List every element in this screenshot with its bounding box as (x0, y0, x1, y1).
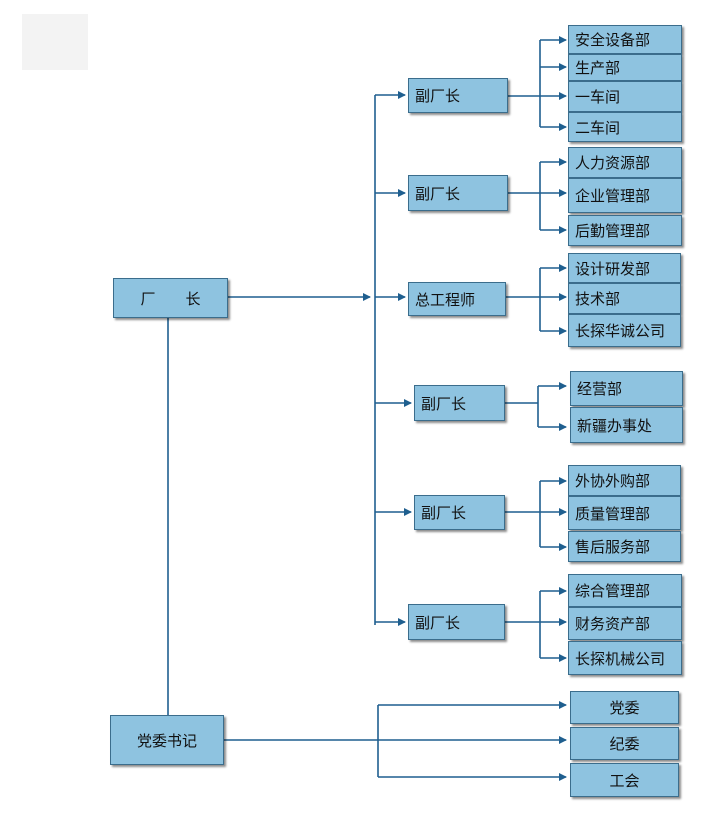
vice-director-box-4: 副厂长 (414, 385, 505, 421)
vice-director-box-2: 副厂长 (408, 175, 508, 211)
party-committee-box: 党委 (570, 691, 679, 724)
vice-director-box-5: 副厂长 (414, 495, 505, 530)
party-secretary-box: 党委书记 (110, 715, 224, 765)
discipline-committee-box: 纪委 (570, 727, 679, 760)
dept-business: 经营部 (570, 371, 683, 406)
dept-logistics-mgmt: 后勤管理部 (568, 215, 682, 246)
dept-enterprise-mgmt: 企业管理部 (568, 178, 682, 213)
dept-general-mgmt: 综合管理部 (568, 574, 682, 607)
corner-smudge (22, 14, 88, 70)
director-box: 厂 长 (113, 278, 228, 318)
dept-after-sales: 售后服务部 (568, 531, 681, 562)
trade-union-box: 工会 (570, 763, 679, 797)
vice-director-box-1: 副厂长 (408, 78, 508, 113)
dept-production: 生产部 (568, 54, 682, 81)
dept-design-rd: 设计研发部 (568, 253, 681, 283)
dept-changtan-huacheng: 长探华诚公司 (568, 314, 681, 347)
dept-workshop-1: 一车间 (568, 81, 682, 112)
dept-safety-equipment: 安全设备部 (568, 25, 682, 54)
vice-director-box-6: 副厂长 (408, 604, 505, 640)
dept-technology: 技术部 (568, 283, 681, 314)
dept-finance-assets: 财务资产部 (568, 607, 682, 640)
dept-hr: 人力资源部 (568, 147, 682, 178)
chief-engineer-box: 总工程师 (408, 282, 506, 316)
dept-quality-mgmt: 质量管理部 (568, 496, 681, 530)
dept-outsourcing-purchasing: 外协外购部 (568, 465, 681, 496)
dept-workshop-2: 二车间 (568, 112, 682, 142)
dept-changtan-machinery: 长探机械公司 (568, 641, 682, 675)
dept-xinjiang-office: 新疆办事处 (570, 407, 683, 443)
